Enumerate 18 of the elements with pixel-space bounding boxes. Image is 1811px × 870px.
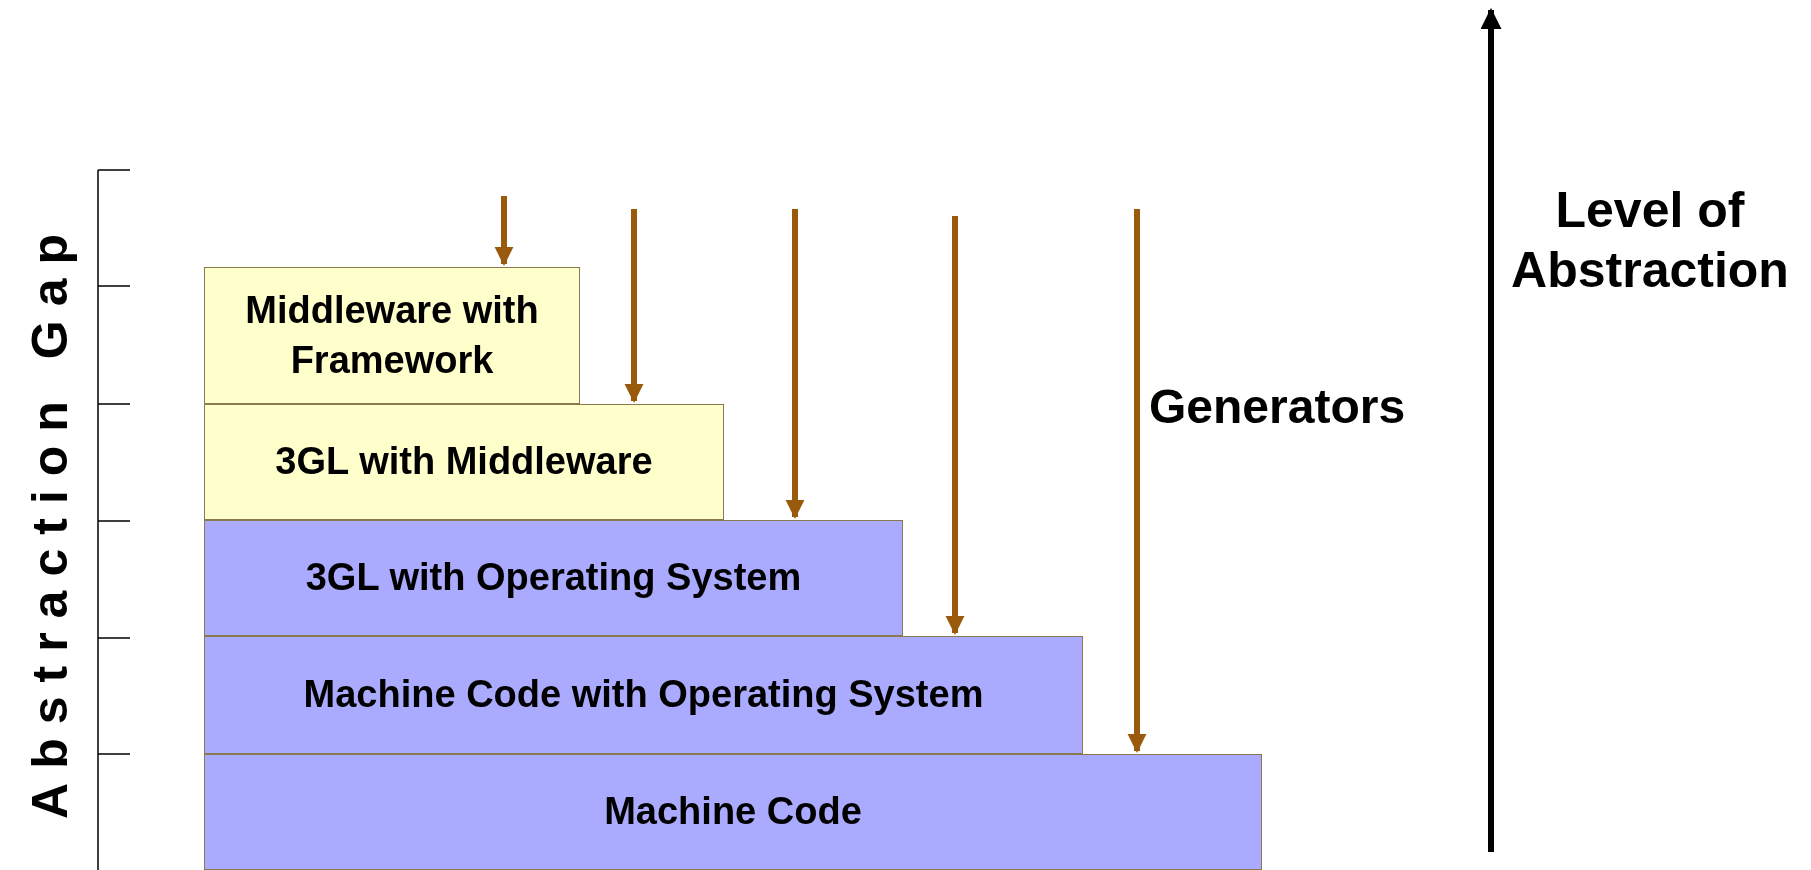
axis-title: Level of Abstraction [1510, 181, 1790, 300]
layer-box [204, 636, 1083, 754]
generators-label: Generators [1149, 379, 1406, 435]
arrow [1127, 209, 1147, 753]
layer-label: 3GL with Middleware [275, 439, 653, 485]
arrow [624, 209, 644, 403]
arrow [785, 209, 805, 519]
layer-box [204, 404, 724, 520]
layer-box [204, 520, 903, 636]
layer-box [204, 267, 580, 404]
layer-label: Middleware with Framework [244, 288, 540, 383]
arrow [494, 196, 514, 266]
arrow [945, 216, 965, 635]
layer-label: Machine Code with Operating System [303, 672, 984, 718]
layer-label: Machine Code [604, 789, 862, 835]
layer-box [204, 754, 1262, 870]
layer-label: 3GL with Operating System [305, 555, 802, 601]
axis-title: Abstraction Gap [21, 220, 79, 819]
